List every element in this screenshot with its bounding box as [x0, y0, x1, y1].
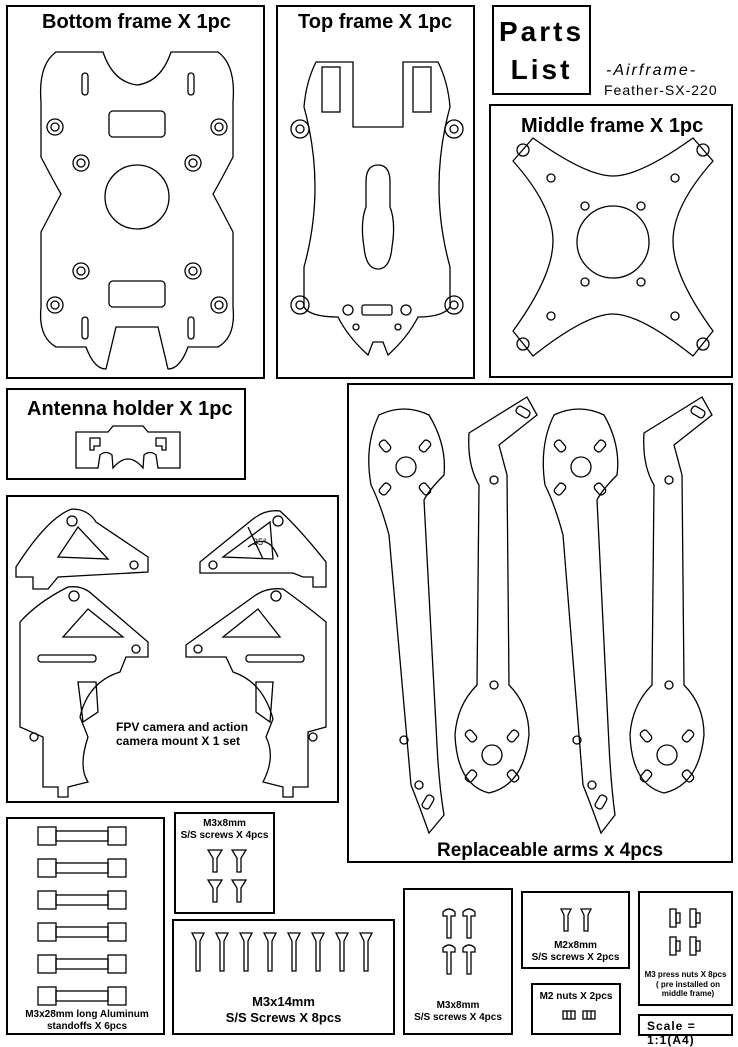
camera-mount-label: FPV camera and action camera mount X 1 s… [116, 720, 249, 748]
antenna-holder-panel: Antenna holder X 1pc [6, 388, 246, 480]
standoffs-drawing [37, 826, 127, 1006]
m3-press-nuts-line1: M3 press nuts X 8pcs [644, 970, 727, 979]
parts-list-title-line1: Parts [498, 16, 585, 47]
m3x8-bottom-line2: S/S screws X 4pcs [414, 1012, 502, 1023]
bottom-frame-drawing [39, 51, 235, 370]
arm-4 [629, 396, 713, 794]
m3x14-screws-panel: M3x14mm S/S Screws X 8pcs [172, 919, 395, 1035]
middle-frame-drawing [512, 137, 714, 357]
m2x8-drawing [559, 908, 593, 932]
m3-press-nuts-panel: M3 press nuts X 8pcs ( pre installed on … [638, 891, 733, 1006]
camera-mount-panel: 35° FPV camera and action camera mount X… [6, 495, 339, 803]
top-frame-panel: Top frame X 1pc [276, 5, 475, 379]
m2-nuts-label: M2 nuts X 2pcs [539, 991, 613, 1002]
antenna-holder-drawing [75, 425, 181, 470]
arms-label: Replaceable arms x 4pcs [437, 840, 664, 861]
middle-frame-panel: Middle frame X 1pc [489, 104, 733, 378]
m3x8-top-drawing [206, 849, 248, 903]
standoffs-label: M3x28mm long Aluminum standoffs X 6pcs [25, 1009, 149, 1032]
top-frame-drawing [290, 61, 464, 357]
m2x8-screws-panel: M2x8mm S/S screws X 2pcs [521, 891, 630, 969]
top-frame-label: Top frame X 1pc [298, 11, 453, 33]
arm-2 [454, 396, 538, 794]
camera-mount-drawing: 35° [15, 508, 327, 798]
arm-3 [542, 408, 619, 835]
scale-box: Scale = 1:1(A4) [638, 1014, 733, 1047]
m2-nuts-drawing [562, 1010, 596, 1020]
model-name: Feather-SX-220 [604, 82, 718, 98]
m3x8-top-line1: M3x8mm [203, 818, 246, 829]
m3x8-screws-bottom-panel: M3x8mm S/S screws X 4pcs [403, 888, 513, 1035]
parts-list-title-box: Parts List [492, 5, 591, 95]
m3x14-drawing [190, 932, 374, 972]
bottom-frame-label: Bottom frame X 1pc [42, 11, 231, 33]
m3x14-line1: M3x14mm [252, 994, 315, 1009]
m2-nuts-panel: M2 nuts X 2pcs [531, 983, 621, 1035]
m3x14-line2: S/S Screws X 8pcs [225, 1010, 342, 1025]
m3x8-bottom-drawing [442, 908, 476, 975]
m3x8-screws-top-panel: M3x8mm S/S screws X 4pcs [174, 812, 275, 914]
m3x8-bottom-line1: M3x8mm [436, 1000, 480, 1011]
bottom-frame-panel: Bottom frame X 1pc [6, 5, 265, 379]
m2x8-line1: M2x8mm [554, 940, 597, 951]
standoffs-panel: M3x28mm long Aluminum standoffs X 6pcs [6, 817, 165, 1035]
arms-drawing [368, 396, 713, 835]
airframe-label: -Airframe- [606, 62, 698, 79]
angle-label: 35° [253, 537, 267, 547]
m3-press-nuts-line2: ( pre installed on middle frame) [655, 980, 720, 999]
arm-1 [368, 408, 446, 835]
antenna-holder-label: Antenna holder X 1pc [27, 398, 233, 420]
m3x8-top-line2: S/S screws X 4pcs [180, 830, 269, 841]
arms-panel: Replaceable arms x 4pcs [347, 383, 733, 863]
parts-list-title-line2: List [510, 54, 573, 85]
m2x8-line2: S/S screws X 2pcs [531, 952, 620, 963]
middle-frame-label: Middle frame X 1pc [521, 115, 704, 137]
m3-press-nuts-drawing [669, 908, 701, 956]
